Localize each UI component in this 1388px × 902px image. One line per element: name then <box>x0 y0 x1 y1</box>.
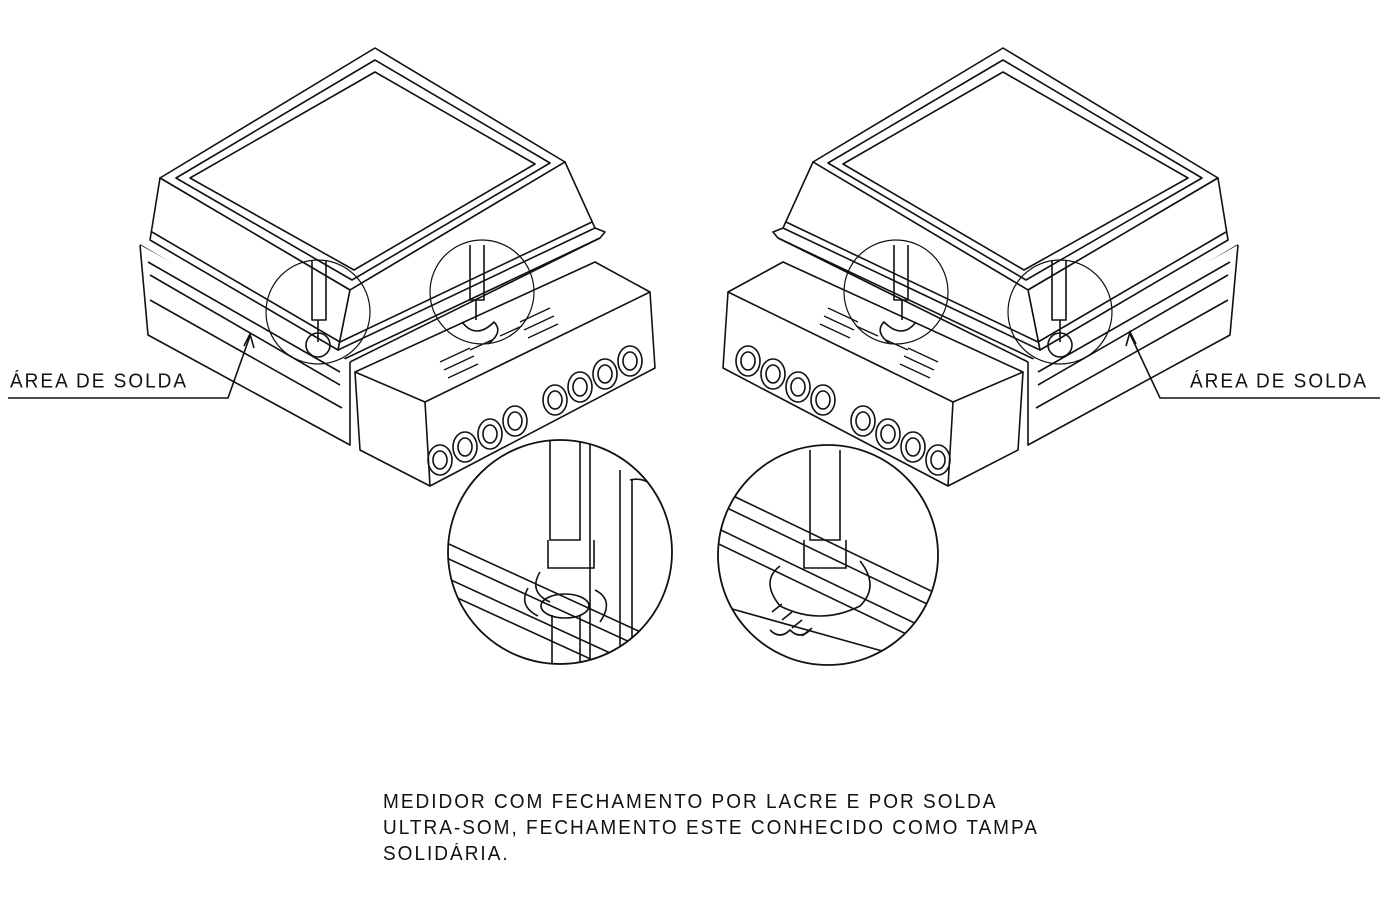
weld-area-label-left: ÁREA DE SOLDA <box>10 370 189 393</box>
caption-line-1: MEDIDOR COM FECHAMENTO POR LACRE E POR S… <box>383 791 998 814</box>
weld-area-label-right: ÁREA DE SOLDA <box>1190 370 1369 393</box>
callout-leader-left <box>8 331 255 399</box>
caption: MEDIDOR COM FECHAMENTO POR LACRE E POR S… <box>383 789 1103 867</box>
caption-line-2: ULTRA-SOM, FECHAMENTO ESTE CONHECIDO COM… <box>383 817 1039 840</box>
detail-circle-right <box>717 444 939 666</box>
meter-box-right <box>722 47 1239 487</box>
callout-leader-right <box>1125 329 1380 399</box>
detail-circle-left <box>447 439 673 665</box>
meter-box-left <box>139 47 656 487</box>
caption-line-3: SOLIDÁRIA. <box>383 843 510 866</box>
